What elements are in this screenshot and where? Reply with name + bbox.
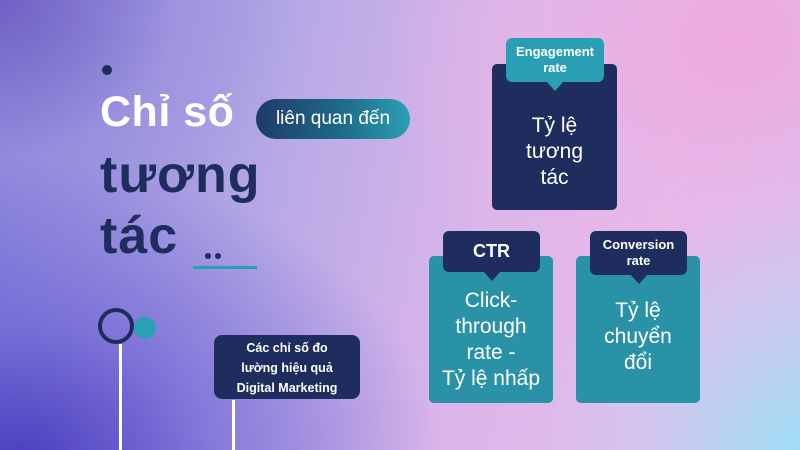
engagement-tag-pointer [546,81,564,91]
ring-accent-dot [134,317,156,339]
ctr-body-line-2: through [455,315,527,338]
engagement-tag: Engagement rate [506,38,604,91]
ctr-body-line-4: Tỷ lệ nhấp [441,367,541,390]
ctr-body-line-1: Click- [464,289,518,312]
conversion-tag: Conversion rate [590,231,687,284]
callout-line-3: Digital Marketing [236,381,338,395]
ctr-tag: CTR [443,231,540,281]
heading-pill: liên quan đến [256,99,410,139]
conversion-tag-line-2: rate [626,253,651,268]
heading-line-1: Chỉ số [100,88,235,136]
ring-shape [98,308,134,344]
engagement-body-line-2: tương [525,140,584,163]
engagement-tag-line-1: Engagement [515,44,594,59]
ctr-card: Click- through rate - Tỷ lệ nhấp [429,256,553,403]
engagement-tag-line-2: rate [543,60,567,75]
engagement-body-line-1: Tỷ lệ [531,114,578,137]
ctr-tag-label: CTR [473,241,510,261]
vertical-line-left [119,344,122,450]
ctr-body-line-3: rate - [466,341,516,364]
conversion-body-line-3: đổi [623,351,653,374]
engagement-body-line-3: tác [540,166,569,189]
conversion-body-line-2: chuyển [604,325,672,348]
ctr-tag-pointer [482,271,501,281]
callout-line-2: lường hiệu quả [241,361,333,375]
ellipsis-dots [205,253,221,259]
callout-box: Các chỉ số đo lường hiệu quả Digital Mar… [214,335,360,399]
heading-line-2: tương [100,146,261,204]
conversion-body-line-1: Tỷ lệ [615,299,661,322]
decorative-dot [102,65,112,75]
accent-underline [193,266,257,269]
heading-line-3: tác [100,207,179,265]
vertical-line-right [232,400,235,450]
conversion-tag-line-1: Conversion [602,237,675,252]
conversion-tag-pointer [629,274,648,284]
callout-line-1: Các chỉ số đo [246,341,328,355]
